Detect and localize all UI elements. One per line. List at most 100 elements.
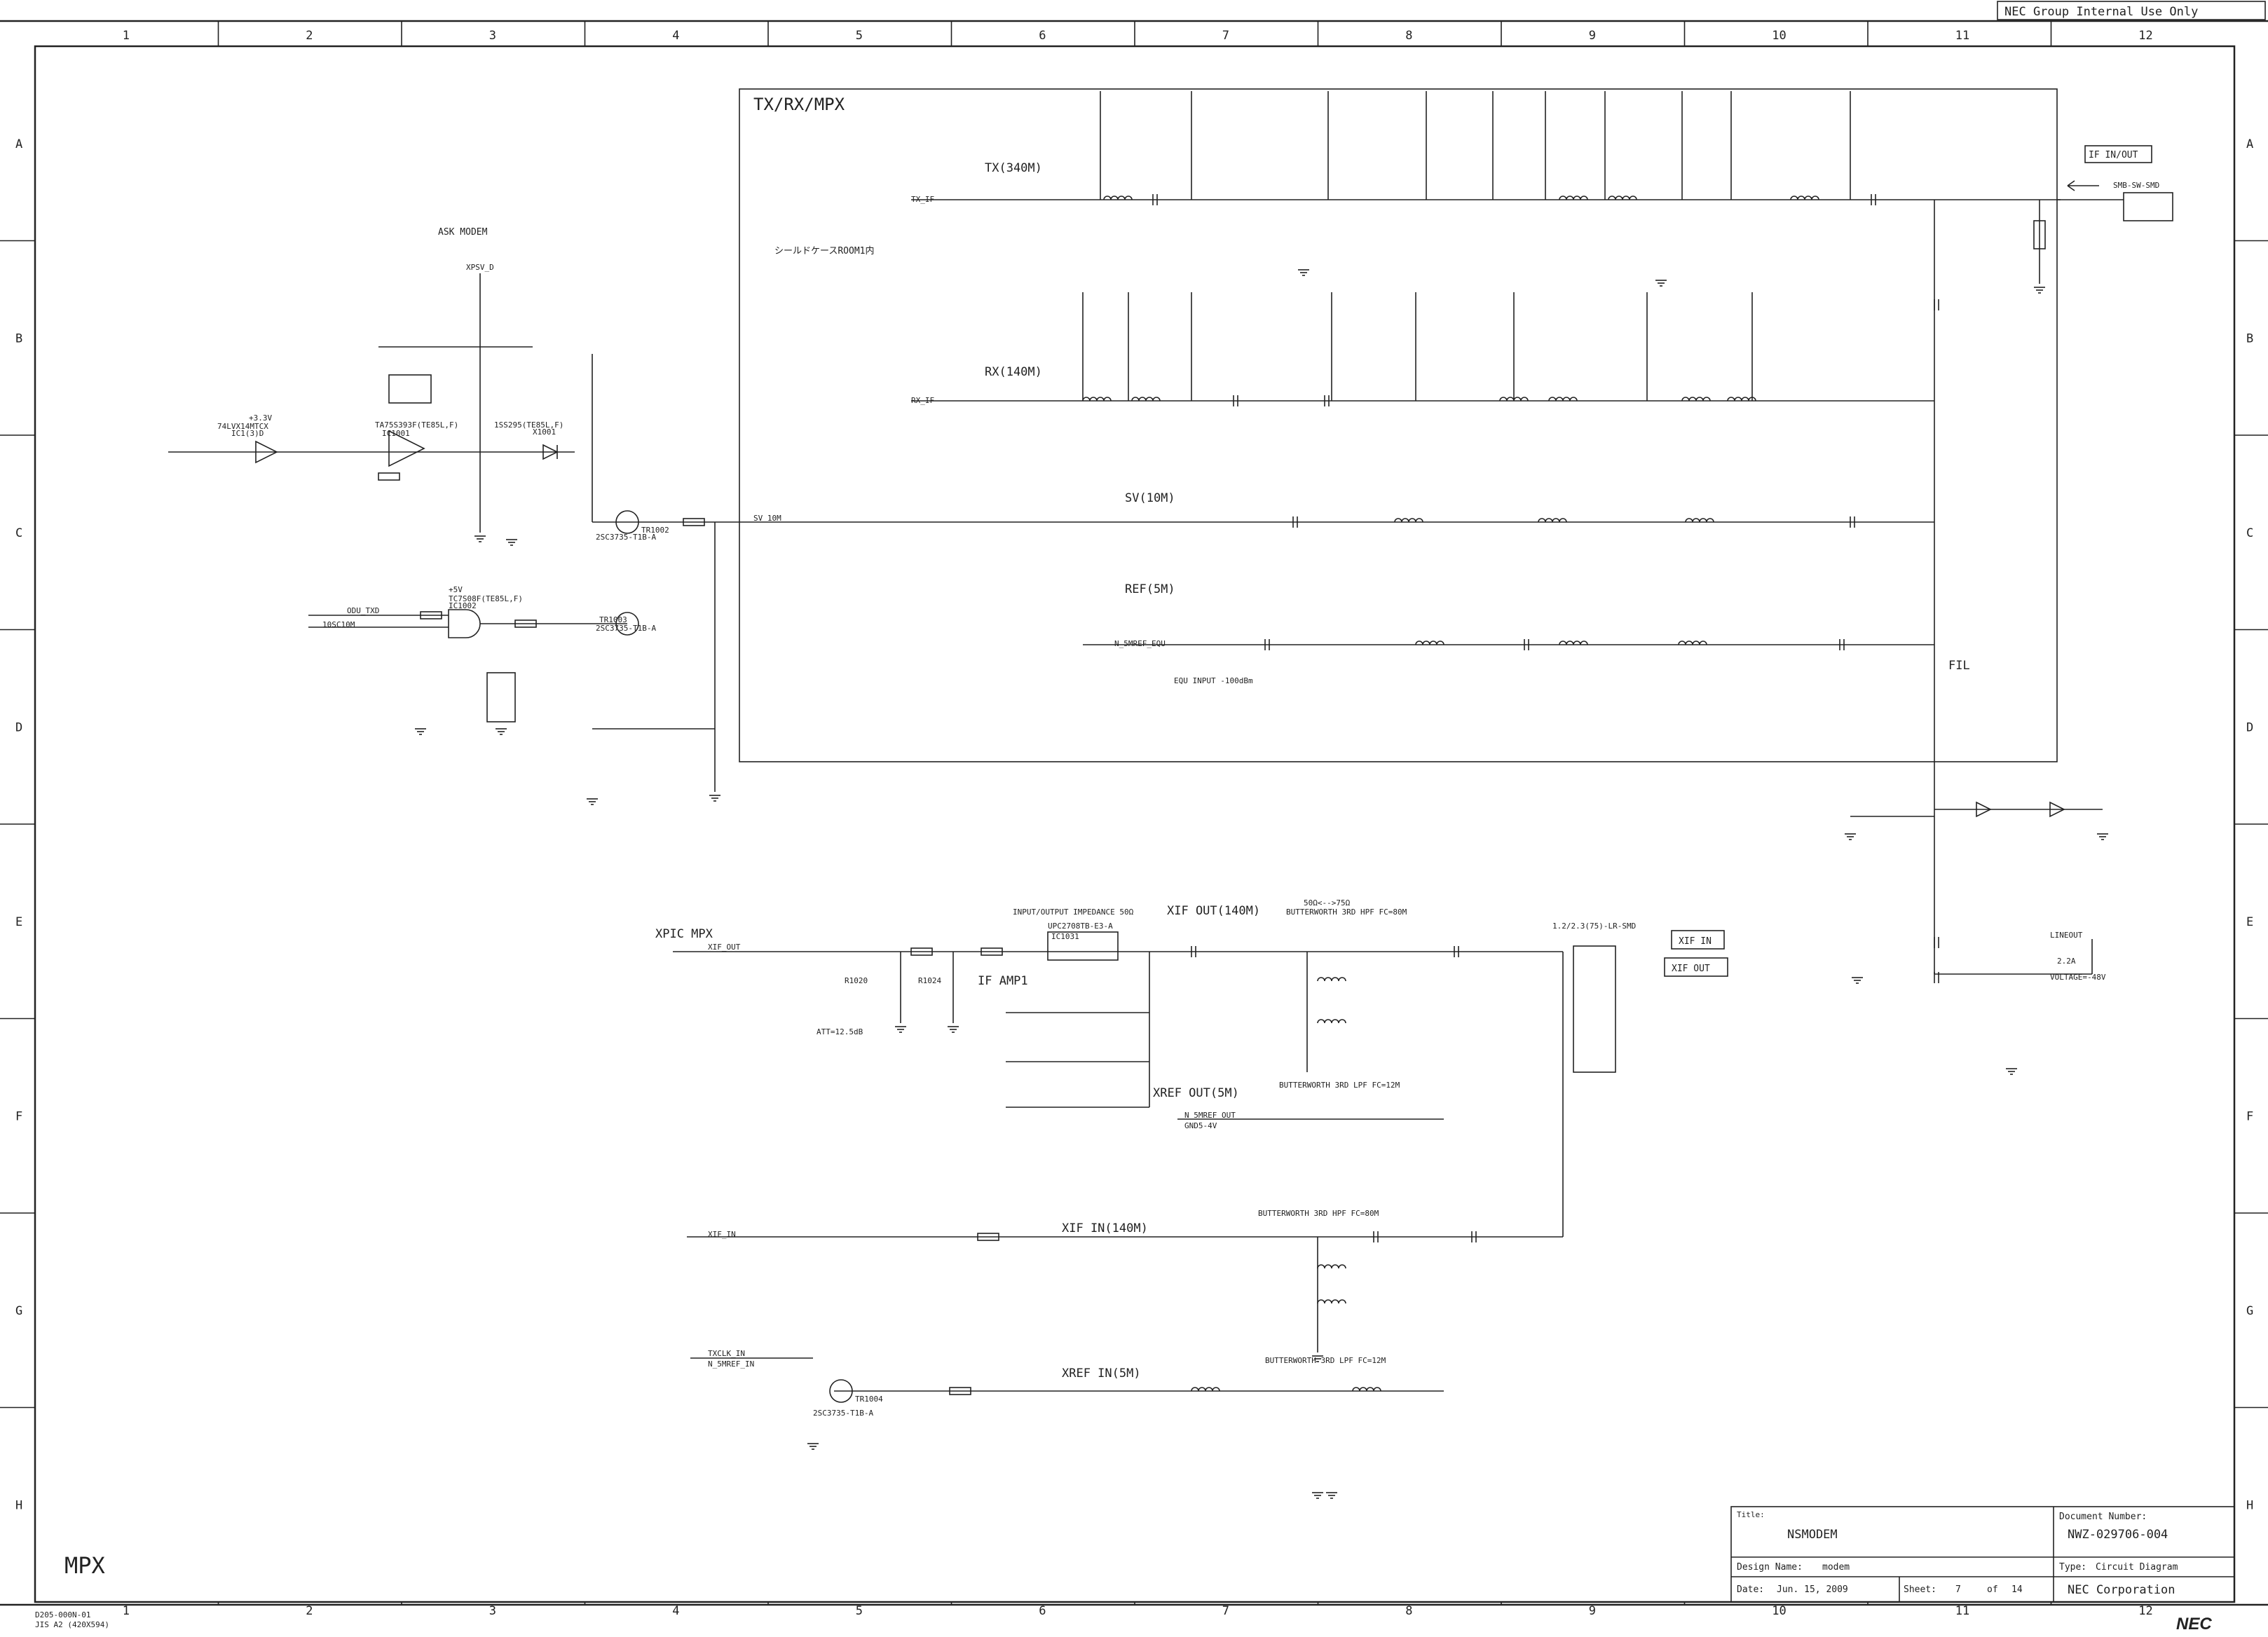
xif-in-filter: BUTTERWORTH 3RD HPF FC=80M (1258, 1209, 1379, 1218)
column-label-bottom: 2 (306, 1604, 313, 1618)
row-label-right: G (2246, 1304, 2253, 1318)
diode-ref: X1001 (533, 427, 556, 437)
column-label-bottom: 11 (1955, 1604, 1969, 1618)
nec-logo: NEC (2176, 1615, 2212, 1633)
amp-ic-label: UPC2708TB-E3-A (1048, 922, 1113, 931)
design-label: Design Name: (1737, 1562, 1803, 1573)
column-label-top: 11 (1955, 29, 1969, 43)
ref-section-label: REF(5M) (1125, 582, 1175, 596)
column-label-top: 1 (123, 29, 130, 43)
column-label-top: 6 (1039, 29, 1046, 43)
inductor-symbol (1352, 1387, 1381, 1392)
title-label: Title: (1737, 1510, 1765, 1519)
row-label-right: H (2246, 1498, 2253, 1512)
inductor-symbol (1317, 1264, 1346, 1269)
inductor-symbol (1548, 397, 1578, 402)
net-xif-in: XIF_IN (708, 1230, 736, 1239)
column-label-bottom: 6 (1039, 1604, 1046, 1618)
inductor-symbol (1727, 397, 1756, 402)
smb-label: SMB-SW-SMD (2113, 181, 2159, 190)
row-label-right: B (2246, 331, 2253, 345)
tr1-ref: TR1002 (641, 526, 669, 535)
row-label-left: A (15, 137, 22, 151)
row-label-left: F (15, 1109, 22, 1123)
confidentiality-text: NEC Group Internal Use Only (2004, 5, 2198, 19)
confidentiality-box: NEC Group Internal Use Only (1997, 1, 2266, 20)
ref-net-label: N_5MREF_EQU (1114, 639, 1166, 648)
r1024-label: R1024 (918, 976, 941, 985)
inductor-symbol (1415, 641, 1444, 645)
tx-section-label: TX(340M) (985, 161, 1042, 175)
row-label-right: F (2246, 1109, 2253, 1123)
equ-input-note: EQU INPUT -100dBm (1174, 676, 1253, 685)
buffer-ref: IC1(3)D (231, 429, 264, 438)
resistor-symbol (977, 1233, 999, 1241)
column-label-bottom: 9 (1589, 1604, 1596, 1618)
column-label-bottom: 3 (489, 1604, 496, 1618)
total-value: 14 (2011, 1584, 2023, 1595)
lineout-label: LINEOUT (2050, 931, 2083, 940)
column-label-top: 7 (1222, 29, 1229, 43)
inductor-symbol (1538, 518, 1567, 523)
row-label-right: E (2246, 915, 2253, 929)
of-label: of (1987, 1584, 1998, 1595)
xref-in-tr-ref: TR1004 (855, 1395, 883, 1404)
xref-in-title: XREF IN(5M) (1062, 1367, 1141, 1381)
resistor-symbol (683, 518, 705, 526)
txrx-block: TX/RX/MPX シールドケースROOM1内 TX(340M) TX_IF R… (715, 88, 2061, 974)
xref-out-gnd: GND5-4V (1184, 1121, 1217, 1130)
net-txclk: TXCLK_IN (708, 1349, 745, 1358)
conn-ratio: 1.2/2.3(75)-LR-SMD (1552, 922, 1636, 931)
xif-out-filter: BUTTERWORTH 3RD HPF FC=80M (1286, 907, 1407, 917)
sv-section-label: SV(10M) (1125, 491, 1175, 505)
inductor-symbol (1790, 196, 1819, 200)
diode-label: 1SS295(TE85L,F) (494, 420, 563, 430)
column-label-bottom: 10 (1772, 1604, 1786, 1618)
column-label-bottom: 4 (672, 1604, 679, 1618)
docnum-value: NWZ-029706-004 (2068, 1528, 2168, 1542)
resistor-symbol (910, 947, 933, 956)
net-odu-txd: ODU_TXD (347, 606, 379, 615)
att-note: ATT=12.5dB (817, 1027, 863, 1036)
txrx-title: TX/RX/MPX (753, 95, 845, 114)
r1020-label: R1020 (845, 976, 868, 985)
column-label-bottom: 1 (123, 1604, 130, 1618)
company-value: NEC Corporation (2068, 1583, 2175, 1597)
date-label: Date: (1737, 1584, 1764, 1595)
xif-out-box: XIF OUT (1672, 964, 1710, 974)
title-value: NSMODEM (1787, 1528, 1838, 1542)
column-label-top: 12 (2138, 29, 2152, 43)
xpic-block: XPIC MPX XIF_OUT ATT=12.5dB R1020 R1024 … (655, 898, 1564, 1499)
type-value: Circuit Diagram (2096, 1562, 2178, 1573)
row-label-right: D (2246, 720, 2253, 734)
row-label-left: C (15, 526, 22, 540)
xref-in-tr: 2SC3735-T1B-A (813, 1409, 873, 1418)
ask-modem-block: ASK MODEM XPSV_D TA75S393F(TE85L,F) IC10… (168, 227, 720, 805)
gate-ref: IC1002 (449, 601, 477, 610)
column-label-bottom: 5 (856, 1604, 863, 1618)
sheet-label: Sheet: (1904, 1584, 1936, 1595)
fil-label: FIL (1948, 659, 1970, 673)
inductor-symbol (1685, 518, 1714, 523)
xif-in-title: XIF IN(140M) (1062, 1221, 1148, 1235)
amp-ic-ref: IC1031 (1051, 932, 1079, 941)
inductor-symbol (1317, 977, 1346, 982)
xif-out-match: 50Ω<-->75Ω (1304, 898, 1351, 907)
xref-in-net: N_5MREF_IN (708, 1359, 754, 1369)
inductor-symbol (1608, 196, 1637, 200)
inductor-symbol (1559, 196, 1588, 200)
inductor-symbol (1559, 641, 1588, 645)
gate-label: TC7S08F(TE85L,F) (449, 594, 523, 603)
supply-5: +5V (449, 585, 463, 594)
design-value: modem (1822, 1562, 1850, 1573)
inductor-symbol (1082, 397, 1112, 402)
paper-size: JIS A2 (420X594) (35, 1620, 109, 1629)
resistor-symbol (420, 611, 442, 619)
xref-out-title: XREF OUT(5M) (1153, 1086, 1239, 1100)
net-10sc: 10SC10M (322, 620, 355, 629)
row-label-left: H (15, 1498, 22, 1512)
docnum-label: Document Number: (2059, 1512, 2147, 1522)
tr2-ref: TR1003 (599, 615, 627, 624)
inductor-symbol (1103, 196, 1133, 200)
